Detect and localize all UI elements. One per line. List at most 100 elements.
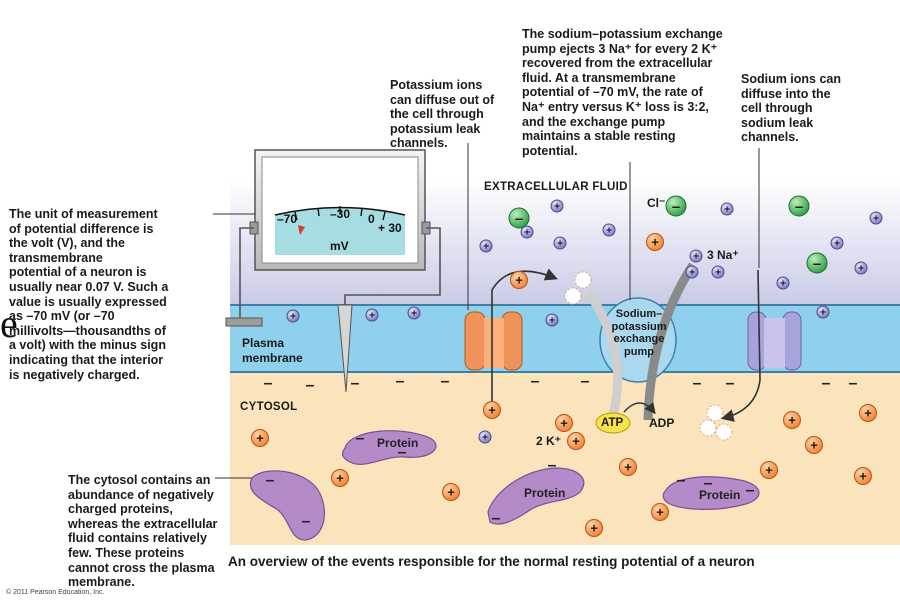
sodium-ion: + bbox=[854, 261, 868, 275]
meter-tick-minus-30: –30 bbox=[330, 207, 350, 221]
protein: Protein––– bbox=[662, 472, 760, 510]
potassium-ion: + bbox=[585, 519, 603, 537]
meter-tick-zero: 0 bbox=[368, 212, 375, 226]
sodium-ion-sign: + bbox=[724, 205, 730, 216]
unit-annotation-pre: The unit of measurement of potential dif… bbox=[9, 207, 158, 251]
sodium-ion-sign: + bbox=[369, 311, 375, 322]
sodium-ion-sign: + bbox=[483, 242, 489, 253]
protein-negative-charge: – bbox=[492, 510, 501, 527]
potassium-ion: + bbox=[619, 458, 637, 476]
sodium-ion-sign: + bbox=[689, 268, 695, 279]
protein-label: Protein bbox=[377, 436, 418, 450]
sodium-ion-sign: + bbox=[693, 252, 699, 263]
protein-negative-charge: – bbox=[548, 457, 557, 474]
pump-na-outward-arrow bbox=[643, 262, 697, 421]
potassium-ion-sign: + bbox=[624, 460, 632, 475]
sodium-ion: + bbox=[711, 265, 725, 279]
chloride-ion: – bbox=[508, 207, 530, 229]
sodium-ion-sign: + bbox=[873, 214, 879, 225]
cytosol-region bbox=[230, 373, 900, 545]
k-efflux-arrow bbox=[491, 268, 558, 402]
sodium-ion-sign: + bbox=[411, 309, 417, 320]
potassium-ion: + bbox=[646, 233, 664, 251]
figure-caption: An overview of the events responsible fo… bbox=[228, 554, 755, 569]
potassium-ion: + bbox=[760, 461, 778, 479]
potassium-ion-sign: + bbox=[651, 235, 659, 250]
protein-label: Protein bbox=[699, 488, 740, 502]
cytosol-label: CYTOSOL bbox=[240, 401, 298, 413]
sodium-ion: + bbox=[869, 211, 883, 225]
sodium-ion-sign: + bbox=[834, 239, 840, 250]
atp-badge bbox=[595, 412, 631, 434]
potassium-ion: + bbox=[555, 414, 573, 432]
cytosol-negative-charge: – bbox=[822, 375, 831, 392]
potassium-ion-sign: + bbox=[859, 469, 867, 484]
ions-layer: +++++++++++++++++++––––++++++++++++++++ bbox=[251, 195, 883, 537]
pump-k-inward-arrow bbox=[584, 289, 623, 422]
potassium-ion-sign: + bbox=[488, 403, 496, 418]
potassium-annotation: Potassium ions can diffuse out of the ce… bbox=[390, 78, 495, 151]
potassium-ion-sign: + bbox=[447, 485, 455, 500]
recording-wire bbox=[344, 227, 441, 310]
voltmeter bbox=[249, 149, 431, 271]
potassium-ion-sign: + bbox=[572, 434, 580, 449]
sodium-ion: + bbox=[545, 313, 559, 327]
protein-negative-charge: – bbox=[302, 513, 311, 530]
copyright-notice: © 2011 Pearson Education, Inc. bbox=[6, 589, 105, 596]
protein: Protein–– bbox=[342, 430, 437, 465]
chloride-ion: – bbox=[665, 195, 687, 217]
protein-negative-charge: – bbox=[356, 430, 365, 447]
sodium-ion: + bbox=[602, 223, 616, 237]
sodium-ion: + bbox=[816, 305, 830, 319]
sodium-ion: + bbox=[365, 308, 379, 322]
sodium-ion: + bbox=[550, 199, 564, 213]
reference-wire bbox=[239, 227, 254, 318]
potassium-ion-sign: + bbox=[590, 521, 598, 536]
sodium-ion-sign: + bbox=[715, 268, 721, 279]
potassium-ion: + bbox=[651, 503, 669, 521]
meter-unit: mV bbox=[330, 239, 349, 253]
sodium-ion-sign: + bbox=[524, 228, 530, 239]
cytosol-negative-charge: – bbox=[581, 373, 590, 390]
potassium-leak-channel bbox=[464, 311, 523, 371]
potassium-ion: + bbox=[251, 429, 269, 447]
atp-adp-arrow bbox=[623, 401, 656, 415]
protein-negative-charge: – bbox=[266, 472, 275, 489]
sodium-leak-channel bbox=[747, 311, 802, 371]
cytosol-negative-charge: – bbox=[351, 375, 360, 392]
sodium-ion: + bbox=[478, 430, 492, 444]
potassium-ion: + bbox=[859, 404, 877, 422]
protein: –– bbox=[249, 470, 326, 541]
pump-label: Sodium– potassium exchange pump bbox=[611, 308, 667, 358]
extracellular-fluid-label: EXTRACELLULAR FLUID bbox=[484, 181, 628, 193]
protein-negative-charge: – bbox=[746, 482, 755, 499]
sodium-ion-sign: + bbox=[780, 279, 786, 290]
sodium-ion: + bbox=[286, 309, 300, 323]
cytosol-negative-charge: – bbox=[396, 373, 405, 390]
pump-annotation: The sodium–potassium exchange pump eject… bbox=[522, 27, 723, 158]
sodium-ion: + bbox=[520, 225, 534, 239]
sodium-ion-sign: + bbox=[858, 264, 864, 275]
reference-electrode bbox=[225, 317, 263, 327]
unit-annotation-post: , and the transmembrane potential of a n… bbox=[9, 236, 169, 382]
potassium-ion-sign: + bbox=[560, 416, 568, 431]
cytosol-negative-charge: – bbox=[693, 375, 702, 392]
sodium-ion-sign: + bbox=[820, 308, 826, 319]
chloride-ion-sign: – bbox=[795, 198, 803, 215]
adp-label: ADP bbox=[649, 416, 675, 430]
potassium-count-label: 2 K⁺ bbox=[536, 434, 562, 448]
membrane-charges-layer: ––––––––––– bbox=[264, 373, 858, 394]
na-influx-arrow bbox=[720, 269, 761, 422]
cytosol-negative-charge: – bbox=[849, 375, 858, 392]
sodium-ion: + bbox=[720, 202, 734, 216]
sodium-ion: + bbox=[685, 265, 699, 279]
plasma-membrane-label: Plasma membrane bbox=[242, 336, 303, 365]
sodium-ion-sign: + bbox=[606, 226, 612, 237]
meter-tick-plus-30: + 30 bbox=[378, 221, 402, 235]
potassium-ion-sign: + bbox=[515, 273, 523, 288]
sodium-ion: + bbox=[830, 236, 844, 250]
cytosol-negative-charge: – bbox=[264, 375, 273, 392]
callout-lines bbox=[213, 143, 760, 479]
chloride-ion-sign: – bbox=[813, 255, 821, 272]
chloride-ion: – bbox=[806, 252, 828, 274]
